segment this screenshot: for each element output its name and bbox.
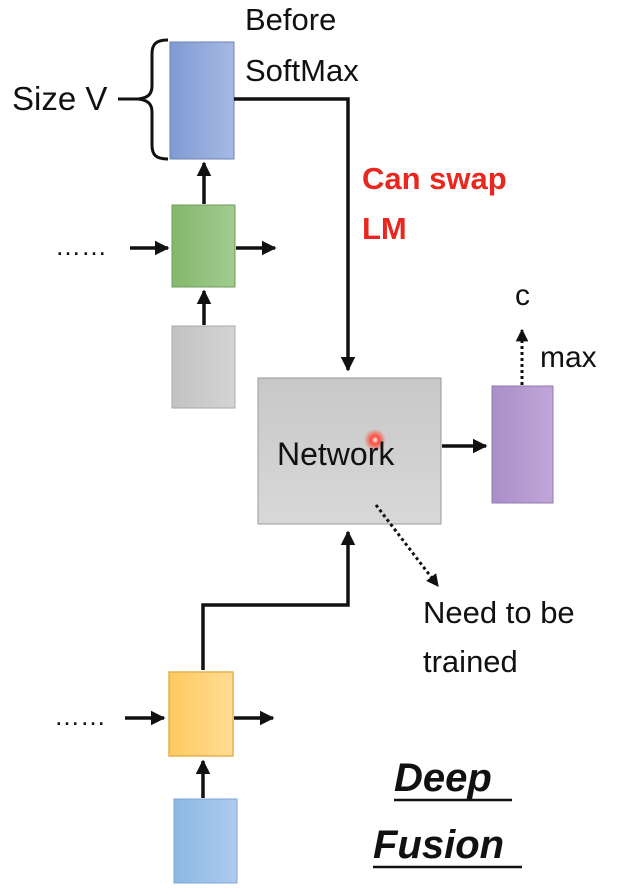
- deep-fusion-title-line2: Fusion: [373, 823, 504, 867]
- need-to-be-trained-line1: Need to be: [423, 595, 575, 630]
- decoder-input-box: [173, 798, 238, 884]
- lm-dots: ……: [55, 231, 107, 261]
- lm-hidden-box: [171, 204, 236, 288]
- need-to-be-trained-line2: trained: [423, 644, 518, 679]
- trained-dotted-arrow: [374, 504, 440, 588]
- can-swap-label-line2: LM: [362, 211, 407, 246]
- network-label: Network: [277, 436, 395, 472]
- softmax-output-box: [169, 41, 235, 160]
- size-v-label: Size V: [12, 80, 107, 117]
- lm-input-box: [171, 325, 236, 409]
- before-softmax-label-line1: Before: [245, 2, 336, 37]
- size-v-brace: [137, 38, 169, 161]
- arrow-softmax-to-network: [234, 97, 356, 372]
- output-c-label: c: [515, 279, 530, 312]
- output-box: [491, 385, 554, 504]
- arrow-decoder-to-network: [201, 530, 356, 670]
- before-softmax-label-line2: SoftMax: [245, 53, 359, 88]
- can-swap-label-line1: Can swap: [362, 161, 507, 196]
- network-box: [257, 377, 442, 525]
- max-label: max: [540, 341, 597, 374]
- decoder-hidden-box: [168, 671, 234, 757]
- deep-fusion-title-line1: Deep: [394, 756, 492, 800]
- decoder-dots: ……: [54, 701, 106, 731]
- laser-pointer-dot: [364, 429, 386, 451]
